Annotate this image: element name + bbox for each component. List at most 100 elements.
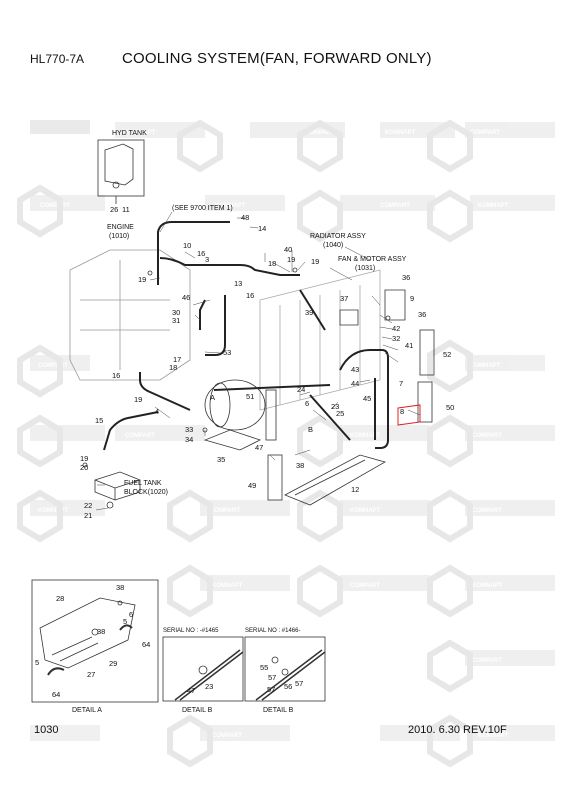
callout: 23 (205, 682, 213, 691)
watermark-text: KOMNAPT (125, 130, 156, 136)
watermark-text: COMPART (40, 203, 70, 209)
callout: 20 (80, 463, 88, 472)
callout: 24 (297, 385, 305, 394)
callout: 4 (155, 407, 159, 416)
callout: 21 (84, 511, 92, 520)
label-radiator: RADIATOR ASSY (310, 233, 366, 240)
callout: 39 (305, 308, 313, 317)
detail-b-box-1 (162, 636, 244, 702)
label-fuel-tank-block: BLOCK(1020) (124, 489, 168, 496)
callout: 32 (392, 334, 400, 343)
label-hyd-tank: HYD TANK (112, 130, 147, 137)
callout: 18 (169, 363, 177, 372)
callout: 18 (268, 259, 276, 268)
tank-a (204, 379, 266, 431)
callout: 45 (363, 394, 371, 403)
callout: 16 (112, 371, 120, 380)
watermark-text: KOMNAPT (215, 203, 246, 209)
detail-a-box (31, 579, 159, 703)
highlight-item-8 (397, 404, 421, 426)
label-fan-motor-code: (1031) (355, 265, 375, 272)
callout: 47 (187, 686, 195, 695)
cooler-12 (284, 454, 387, 506)
callout: 43 (351, 365, 359, 374)
callout: 64 (52, 690, 60, 699)
callout: 57 (267, 685, 275, 694)
callout: 13 (234, 279, 242, 288)
callout: 19 (80, 454, 88, 463)
callout: 40 (284, 245, 292, 254)
main-assembly-drawing (69, 139, 435, 509)
label-serial-2: SERIAL NO : #1466- (245, 628, 300, 634)
watermark-text: KOMNAPT (478, 733, 509, 739)
watermark-text: KOMNAPT (478, 203, 509, 209)
watermark-text: KOMNAPT (470, 363, 501, 369)
model-number: HL770-7A (30, 52, 85, 66)
callout: 19 (134, 395, 142, 404)
watermark-text: COMPART (472, 658, 502, 664)
callout: 11 (122, 205, 130, 214)
watermark-text: COMPART (210, 508, 240, 514)
callout: 47 (255, 443, 263, 452)
callout: 49 (248, 481, 256, 490)
callout: 19 (311, 257, 319, 266)
callout: 50 (446, 403, 454, 412)
page-number: 1030 (34, 724, 59, 736)
fan-plate (384, 289, 406, 321)
label-detail-b-1: DETAIL B (182, 707, 213, 714)
watermark-row-5: KOMNAPT COMPART KOMNAPT COMPART COMPART … (30, 575, 555, 741)
label-detail-b-2: DETAIL B (263, 707, 294, 714)
callout: 26 (110, 205, 118, 214)
watermark-text: COMPART (472, 433, 502, 439)
watermark-text: KOMNAPT (472, 583, 503, 589)
watermark-row-3: COMPART KOMNAPT COMPART KOMNAPT COMPART (30, 355, 555, 441)
callout: 36 (418, 310, 426, 319)
callout: 19 (138, 275, 146, 284)
callout: 38 (97, 627, 105, 636)
callout: 53 (223, 348, 231, 357)
callout-numbers: 26 11 48 14 10 16 3 40 19 18 19 36 19 13… (35, 205, 454, 699)
callout: 34 (185, 435, 193, 444)
callout: 57 (295, 679, 303, 688)
callout: 56 (284, 682, 292, 691)
callout: 16 (246, 291, 254, 300)
label-fan-motor: FAN & MOTOR ASSY (338, 256, 407, 263)
callout: 51 (246, 392, 254, 401)
callout: 42 (392, 324, 400, 333)
watermark-text: COMPART (472, 508, 502, 514)
callout: 15 (95, 416, 103, 425)
bracket-51 (265, 389, 277, 441)
leader-lines (95, 211, 421, 511)
callout: 48 (241, 213, 249, 222)
callout: 28 (56, 594, 64, 603)
callout: 41 (405, 341, 413, 350)
label-serial-1: SERIAL NO : -#1465 (163, 628, 219, 634)
callout: 5 (123, 617, 127, 626)
hyd-tank-fitting (112, 181, 120, 189)
watermark-text: COMPART (38, 363, 68, 369)
callout: 52 (443, 350, 451, 359)
callout: 6 (305, 399, 309, 408)
callout: 57 (268, 673, 276, 682)
callout: 12 (351, 485, 359, 494)
page-title: COOLING SYSTEM(FAN, FORWARD ONLY) (122, 50, 432, 67)
tank-bracket (203, 429, 262, 451)
bracket-50 (417, 381, 433, 423)
label-engine: ENGINE (107, 224, 134, 231)
watermark-row-4: KOMNAPT COMPART KOMNAPT COMPART (30, 500, 555, 516)
watermark-row-1: KOMNAPT COMPART KOMNAPT COMPART (30, 120, 555, 138)
watermark-text: COMPART (380, 203, 410, 209)
label-letter-a: A (210, 393, 215, 402)
callout: 19 (287, 255, 295, 264)
watermark-text: COMPART (470, 130, 500, 136)
watermark-text: KOMNAPT (38, 508, 69, 514)
callout: 31 (172, 316, 180, 325)
engine-block-outline (69, 249, 191, 381)
callout: 36 (402, 273, 410, 282)
callout: 35 (217, 455, 225, 464)
callout: 5 (35, 658, 39, 667)
callout: 23 (331, 402, 339, 411)
watermark-row-2: COMPART KOMNAPT COMPART KOMNAPT (30, 195, 555, 211)
hyd-tank-inset (97, 139, 145, 197)
